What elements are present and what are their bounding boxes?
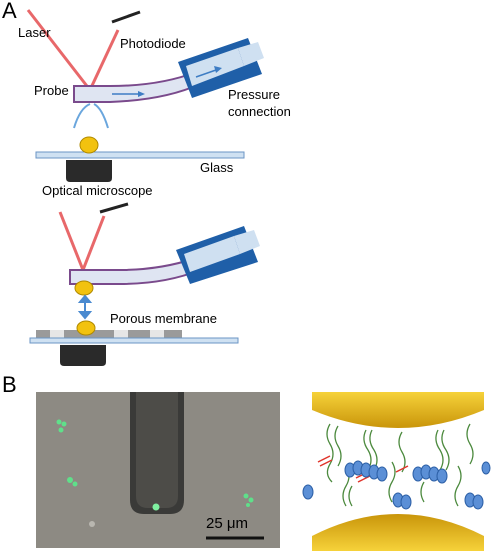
photodiode-top — [111, 10, 141, 24]
particle-bead-membrane — [76, 320, 96, 336]
scale-bar-label: 25 μm — [206, 515, 248, 532]
suction-arrows — [73, 103, 109, 129]
laser-beam-bottom — [58, 211, 106, 271]
glass-slide-bottom — [29, 337, 239, 344]
pressure-tube-top — [178, 38, 264, 98]
probe-cantilever-bottom — [69, 256, 202, 285]
porous-membrane-label: Porous membrane — [110, 311, 217, 326]
pressure-tube-bottom — [176, 226, 260, 284]
approach-arrow — [77, 294, 93, 320]
pressure-connection-label-line2: connection — [228, 104, 291, 119]
probe-label: Probe — [34, 83, 69, 98]
particle-bead-top — [79, 136, 99, 154]
microscope-objective-top — [66, 160, 112, 182]
panel-b-letter: B — [2, 372, 17, 397]
microscope-objective-bottom — [60, 345, 106, 366]
adhesion-schematic — [302, 392, 491, 551]
panel-a-letter: A — [2, 0, 17, 23]
photodiode-label: Photodiode — [120, 36, 186, 51]
laser-label: Laser — [18, 25, 51, 40]
laser-beam-top — [26, 9, 120, 91]
porous-membrane — [36, 330, 182, 338]
probe-cantilever-top — [73, 70, 202, 103]
fluorescence-micrograph — [36, 392, 280, 548]
particle-bead-on-probe — [74, 280, 94, 296]
photodiode-bottom — [99, 202, 129, 214]
optical-microscope-label: Optical microscope — [42, 183, 153, 198]
glass-slide-top — [35, 151, 245, 159]
pressure-connection-label-line1: Pressure — [228, 87, 281, 102]
glass-label: Glass — [200, 160, 234, 175]
